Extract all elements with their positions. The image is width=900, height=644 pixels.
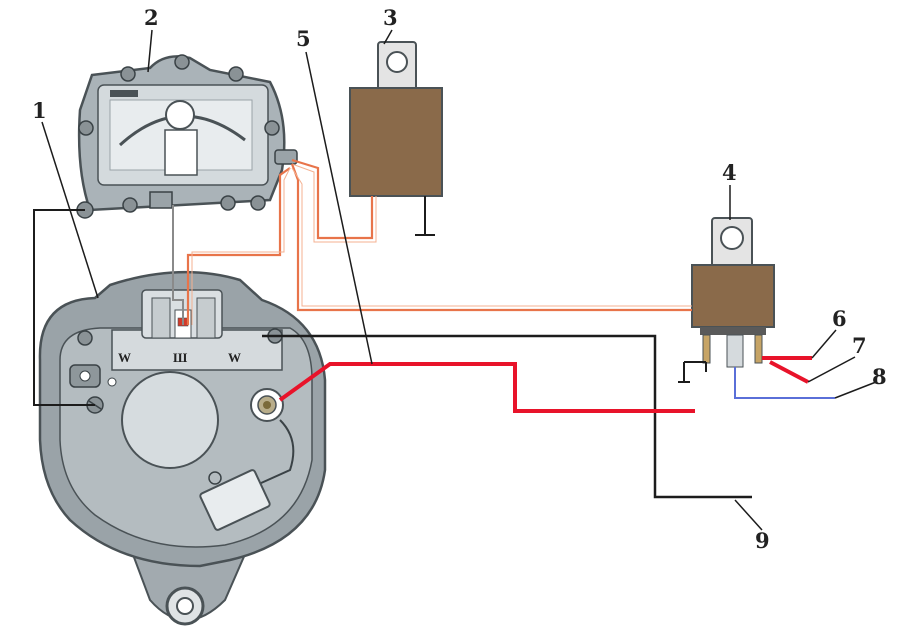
relay-armature [165,100,195,130]
regulator-bottom-connector [149,191,173,209]
voltage-regulator [76,54,298,219]
wire-black-ground [33,209,95,406]
wire-red-7 [769,360,809,384]
wire-orange-field [186,167,291,325]
relay-pin [702,334,711,364]
suppression-capacitor [199,469,271,531]
relay-4 [678,217,775,383]
callout-3: 3 [383,5,398,30]
relay-pin [726,334,744,368]
callouts: 1 2 3 4 5 6 7 8 9 [32,5,887,553]
terminal-sh-label: Ш [173,350,188,365]
screw-icon [122,197,138,213]
leader-lines [41,29,877,531]
screw-icon [250,195,266,211]
wire-gray [172,205,184,325]
wire-orange-to-3 [291,158,374,240]
relay-pin [754,334,763,364]
screw-icon [78,120,94,136]
wire-black-to-9 [262,334,752,499]
component-3 [349,41,443,236]
screw-icon [77,330,93,346]
screw-icon [220,195,236,211]
screw-icon [264,120,280,136]
screw-icon [228,66,244,82]
callout-7: 7 [852,333,867,358]
callout-6: 6 [832,306,847,331]
terminal-w-right-label: W [228,350,241,365]
wire-red-output [278,362,695,413]
callout-4: 4 [722,160,737,185]
callout-8: 8 [872,364,887,389]
terminal-strip [111,329,283,371]
wires [33,158,835,499]
screw-icon [120,66,136,82]
alternator: W Ш W [38,270,327,626]
rotor-boss [121,371,219,469]
callout-5: 5 [296,26,311,51]
relay-4-body [691,264,775,328]
callout-9: 9 [755,528,770,553]
wire-blue-8 [734,367,835,399]
terminal-w-left-label: W [118,350,131,365]
callout-1: 1 [32,98,47,123]
screw-icon [174,54,190,70]
callout-2: 2 [144,5,159,30]
component-3-body [349,87,443,197]
regulator-terminal [274,149,298,165]
